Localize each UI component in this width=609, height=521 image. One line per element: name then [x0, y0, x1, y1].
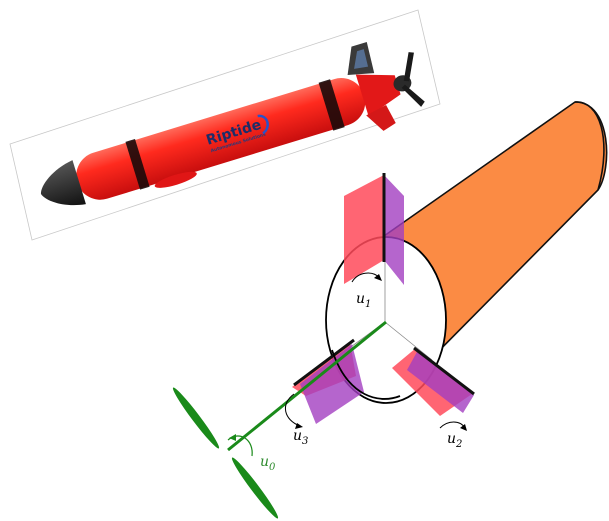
top-fin-window — [354, 49, 369, 69]
photo-frame — [9, 9, 441, 241]
fin-u3 — [292, 338, 364, 424]
fin-u1 — [344, 173, 404, 285]
rotation-arrow-u3 — [285, 393, 303, 429]
nose-cone — [40, 160, 86, 206]
propeller-blade-lower — [231, 457, 279, 519]
rotation-arrow-u0 — [227, 434, 253, 457]
rotation-arrow-u2 — [439, 421, 467, 431]
vehicle-photo: Riptide Autonomous Solutions — [9, 9, 441, 241]
vehicle-body: Riptide Autonomous Solutions — [40, 41, 425, 206]
rotation-arrow-u1 — [351, 272, 382, 283]
spoke-right — [384, 321, 433, 361]
label-u0: u0 — [260, 454, 276, 473]
arrowhead-icon — [374, 274, 382, 281]
fin-u2-axis — [413, 346, 475, 396]
fin-u1-red — [344, 175, 384, 284]
tail-cone — [355, 74, 401, 117]
propeller-shaft — [227, 320, 387, 452]
propeller-blade — [401, 84, 425, 107]
propeller-blade-upper — [172, 387, 220, 449]
fin-u1-purple — [384, 175, 404, 285]
label-u2: u2 — [447, 431, 462, 450]
hull-band — [125, 138, 150, 190]
hull-section-front-edge — [331, 349, 401, 400]
fin-u2 — [392, 346, 475, 416]
logo-swoosh-icon — [257, 114, 269, 135]
propeller-blade — [403, 52, 414, 82]
fin-u3-axis — [293, 338, 355, 387]
fin-u2-purple — [407, 350, 474, 413]
arrowhead-icon — [295, 423, 303, 429]
label-u3: u3 — [293, 428, 308, 447]
label-u1: u1 — [356, 291, 371, 310]
bottom-fin — [366, 105, 396, 131]
arrowhead-icon — [460, 424, 467, 431]
fin-u3-purple — [300, 344, 364, 424]
arrowhead-icon — [229, 434, 236, 441]
hull-rim — [574, 101, 605, 191]
hull-band — [318, 79, 345, 131]
bottom-fairing — [154, 171, 197, 188]
control-schematic: u1 u2 u3 u0 — [172, 101, 608, 519]
